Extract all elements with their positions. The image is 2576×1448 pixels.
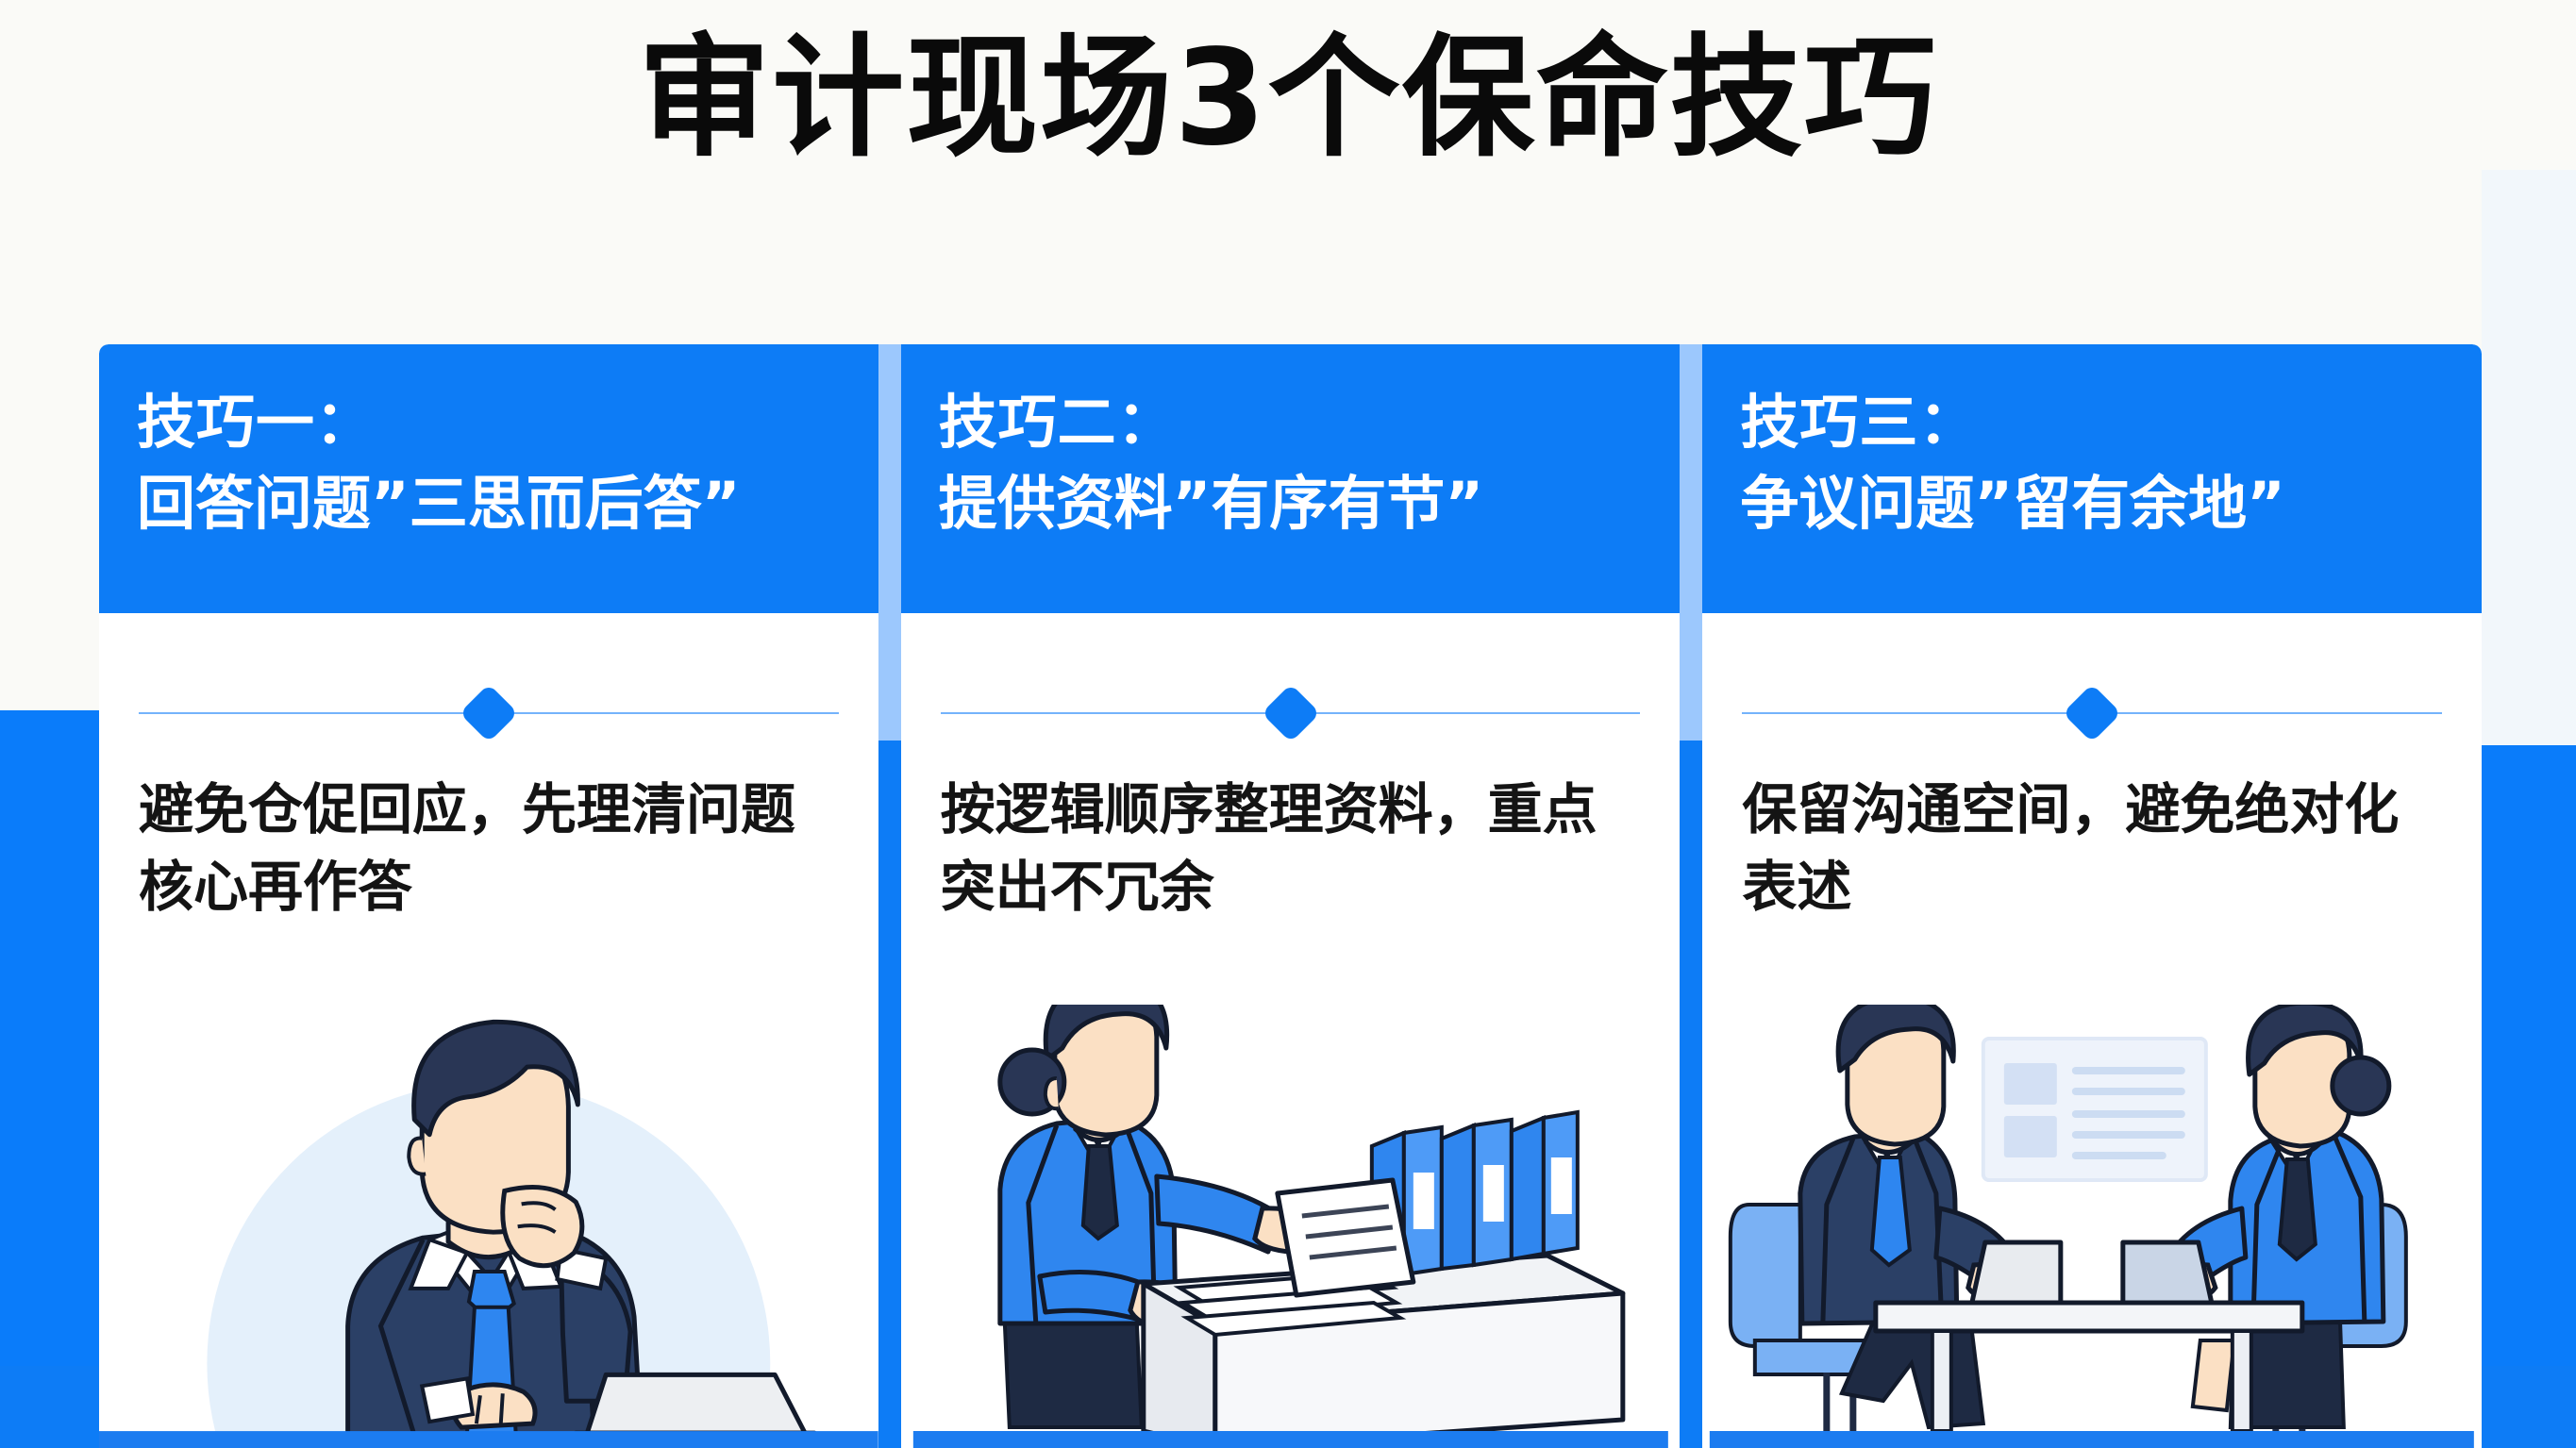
- tip-card-1-text: 避免仓促回应，先理清问题核心再作答: [139, 777, 796, 920]
- diamond-icon: [459, 683, 518, 743]
- tip-card-1-body: 避免仓促回应，先理清问题核心再作答: [99, 613, 878, 1448]
- tip-card-1-header: 技巧一： 回答问题”三思而后答”: [99, 344, 878, 613]
- card-gap-2-top: [1680, 344, 1703, 741]
- background-left-blue-band: [0, 710, 99, 1448]
- card-gap-1-top: [878, 344, 901, 741]
- tip-card-3-divider: [1742, 683, 2443, 743]
- tip-card-2-headline: 提供资料”有序有节”: [938, 468, 1484, 538]
- diamond-icon: [1261, 683, 1320, 743]
- tip-card-3-kicker: 技巧三：: [1740, 388, 1979, 457]
- card-gap-2: [1680, 344, 1703, 1448]
- background-right-blue-band: [2482, 745, 2576, 1448]
- tip-card-3-header: 技巧三： 争议问题”留有余地”: [1702, 344, 2483, 613]
- tip-card-3-body: 保留沟通空间，避免绝对化表述: [1702, 613, 2482, 1448]
- card-gap-1: [878, 344, 901, 1448]
- tip-card-1[interactable]: 技巧一： 回答问题”三思而后答” 避免仓促回应，先理清问题核心再作答: [99, 344, 878, 1448]
- tips-card-row: 技巧一： 回答问题”三思而后答” 避免仓促回应，先理清问题核心再作答: [99, 344, 2483, 1448]
- page-title: 审计现场3个保命技巧: [638, 22, 1938, 175]
- illustration-two-people-meeting-at-table: [1702, 1005, 2482, 1448]
- tip-card-2[interactable]: 技巧二： 提供资料”有序有节” 按逻辑顺序整理资料，重点突出不冗余: [900, 344, 1681, 1448]
- tip-card-1-kicker: 技巧一：: [137, 388, 376, 457]
- tip-card-2-body: 按逻辑顺序整理资料，重点突出不冗余: [901, 613, 1681, 1448]
- illustration-woman-organizing-documents: [901, 1005, 1681, 1448]
- background-right-soft-panel: [2482, 170, 2576, 745]
- tip-card-3-text: 保留沟通空间，避免绝对化表述: [1742, 777, 2400, 920]
- tip-card-1-divider: [139, 683, 839, 743]
- tip-card-2-text: 按逻辑顺序整理资料，重点突出不冗余: [940, 777, 1597, 920]
- card-gap-1-bottom: [878, 741, 901, 1448]
- tip-card-1-headline: 回答问题”三思而后答”: [137, 468, 741, 538]
- tip-card-2-header: 技巧二： 提供资料”有序有节”: [900, 344, 1681, 613]
- tip-card-2-divider: [940, 683, 1641, 743]
- tip-card-3-headline: 争议问题”留有余地”: [1740, 468, 2285, 538]
- tip-card-2-kicker: 技巧二：: [938, 388, 1177, 457]
- card-gap-2-bottom: [1680, 741, 1703, 1448]
- illustration-man-thinking-at-laptop: [99, 1005, 878, 1448]
- tip-card-3[interactable]: 技巧三： 争议问题”留有余地” 保留沟通空间，避免绝对化表述: [1702, 344, 2483, 1448]
- diamond-icon: [2063, 683, 2122, 743]
